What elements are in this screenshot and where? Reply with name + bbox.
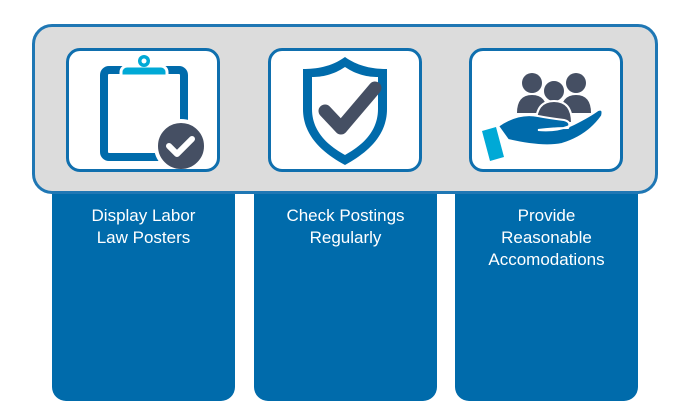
step-1-line-1: Display Labor [91, 206, 196, 225]
step-2-line-1: Check Postings [286, 206, 405, 225]
clipboard-check-icon [66, 48, 220, 172]
step-label-3: Provide Reasonable Accomodations [455, 205, 638, 271]
step-label-1: Display Labor Law Posters [52, 205, 235, 249]
hand-people-icon [469, 48, 623, 172]
shield-check-icon [268, 48, 422, 172]
step-column-1 [52, 185, 235, 401]
step-3-line-2: Reasonable [501, 228, 592, 247]
step-column-3 [455, 185, 638, 401]
step-3-line-3: Accomodations [488, 250, 605, 269]
step-column-2 [254, 185, 437, 401]
step-label-2: Check Postings Regularly [254, 205, 437, 249]
step-3-line-1: Provide [517, 206, 576, 225]
step-2-line-2: Regularly [309, 228, 382, 247]
step-1-line-2: Law Posters [96, 228, 191, 247]
